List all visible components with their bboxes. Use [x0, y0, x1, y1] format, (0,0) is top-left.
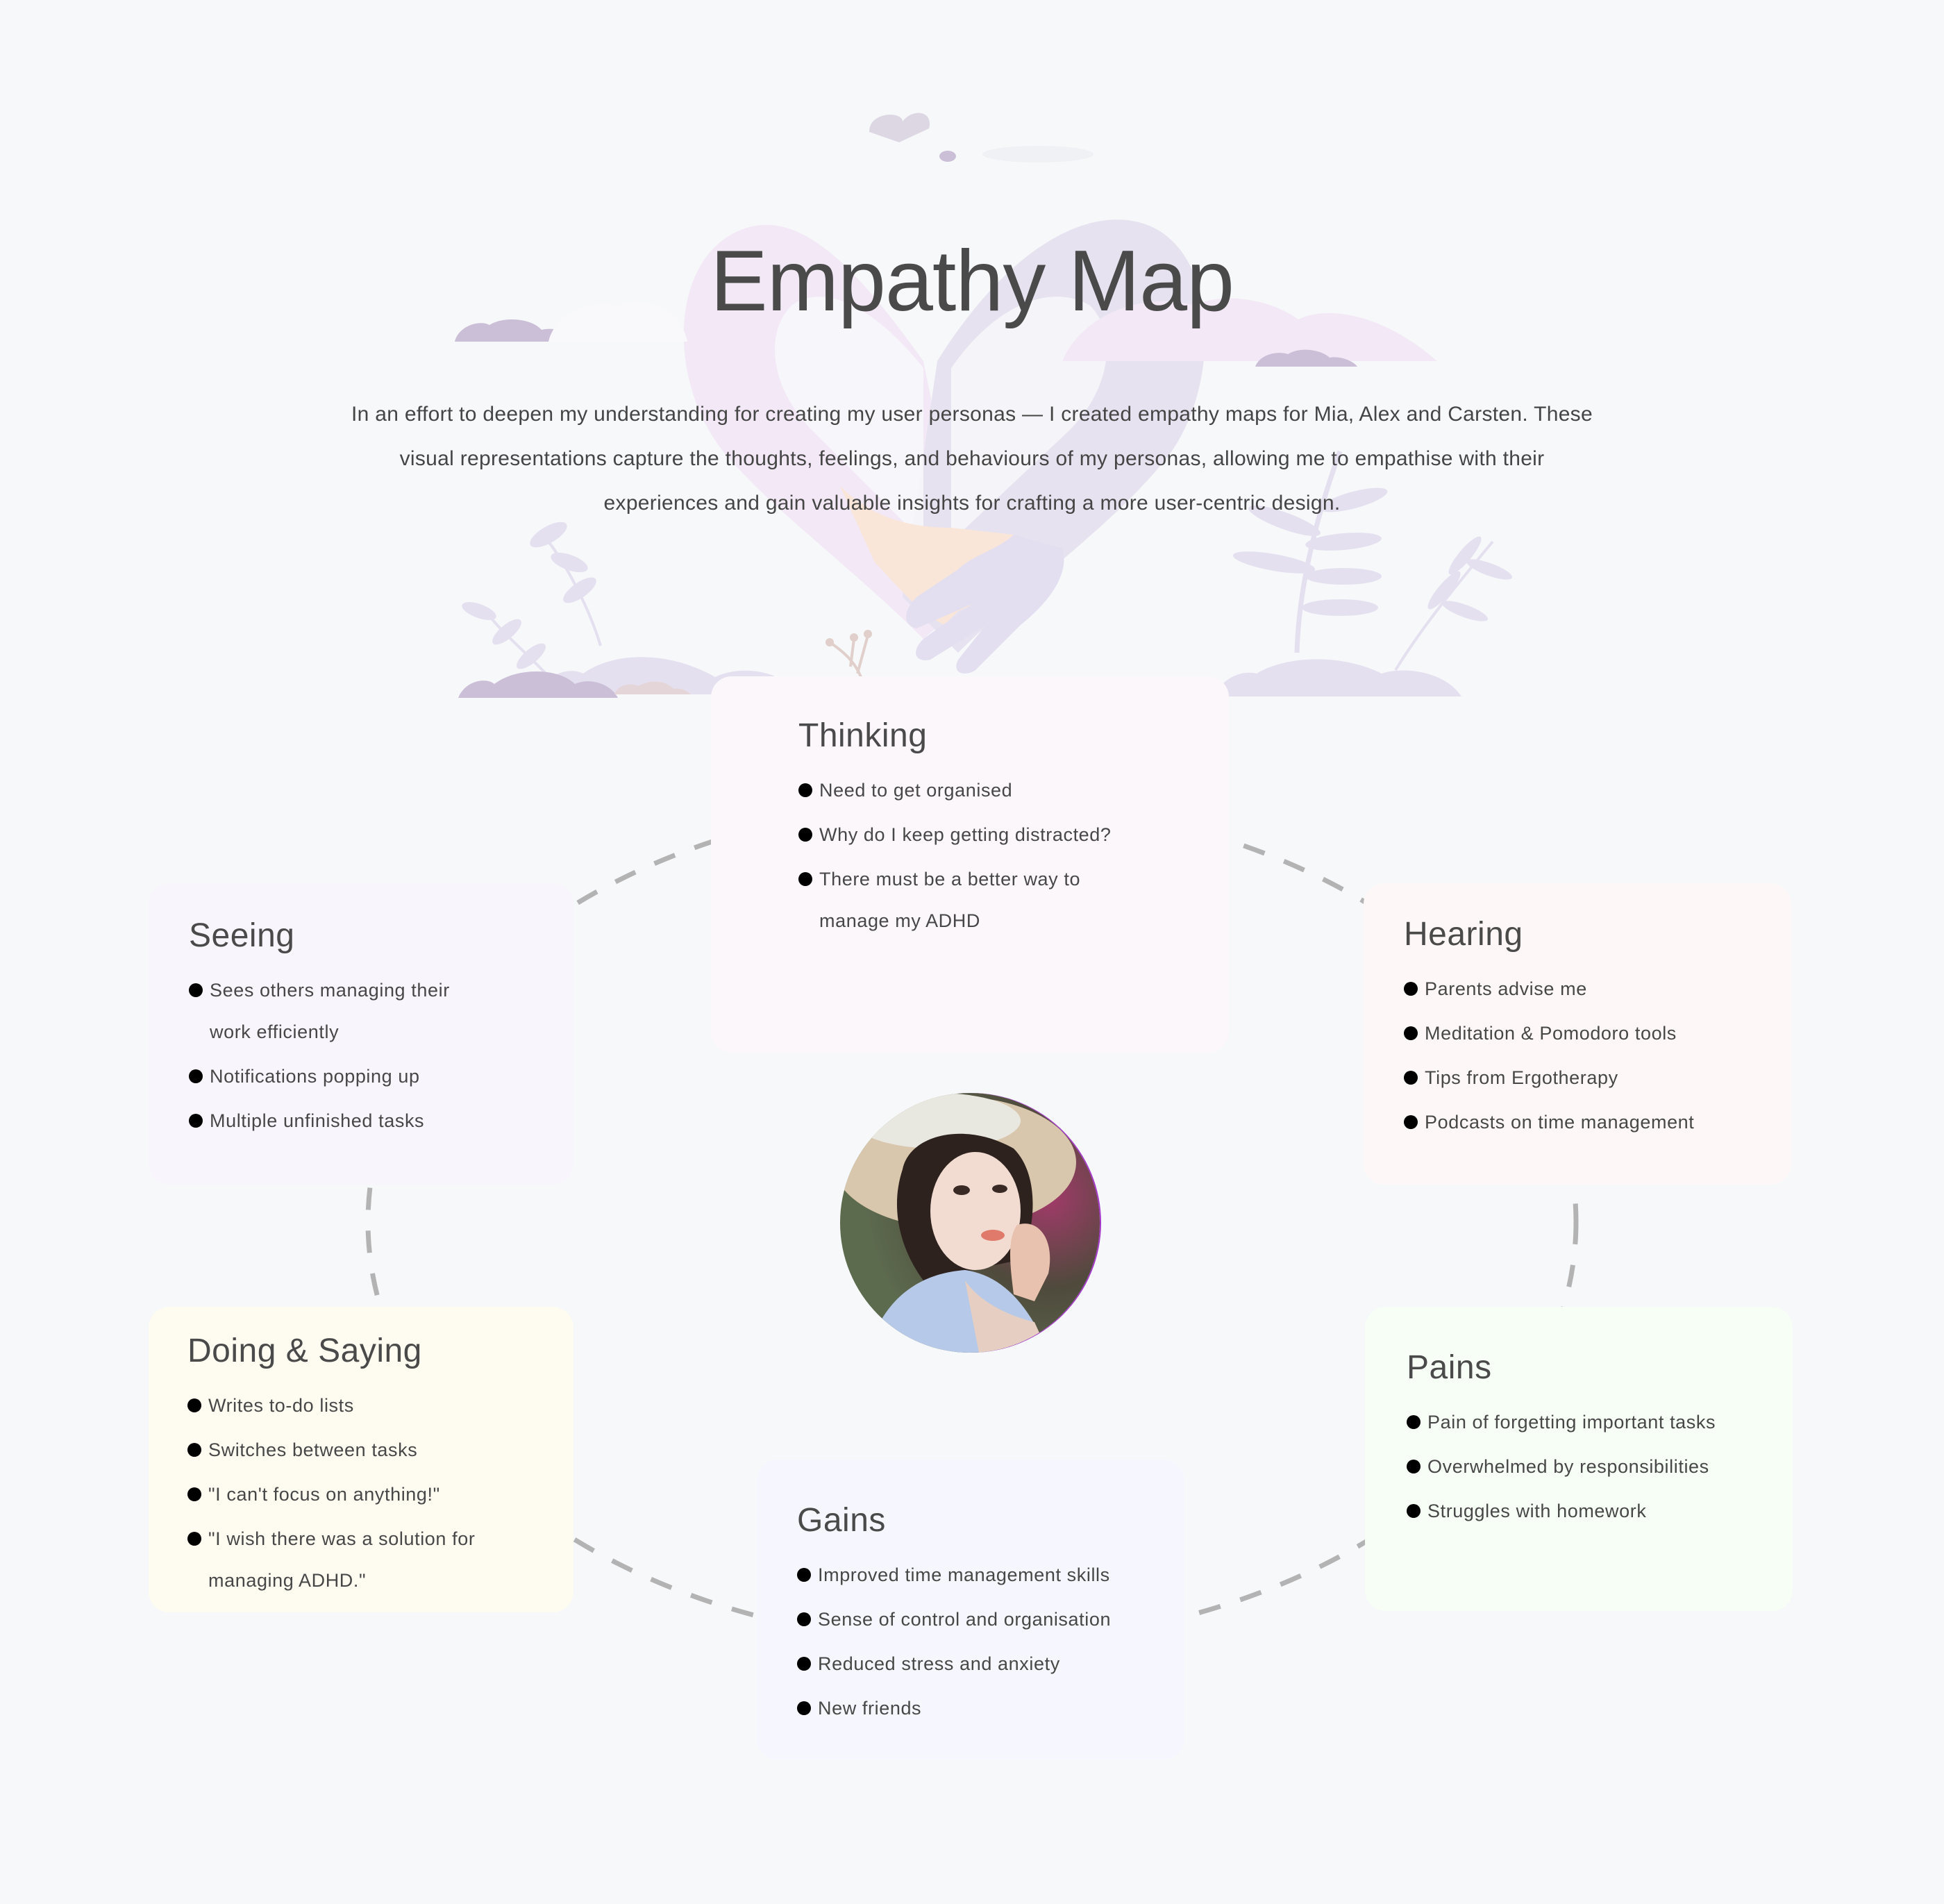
list-item: Improved time management skills — [797, 1554, 1172, 1596]
list-item: Parents advise me — [1404, 968, 1779, 1010]
list-item: Notifications popping up — [189, 1055, 494, 1097]
list-item: Struggles with homework — [1407, 1490, 1782, 1532]
bullet-icon — [187, 1532, 201, 1546]
bullet-icon — [797, 1701, 811, 1715]
bullet-icon — [1404, 1071, 1418, 1085]
card-doing-saying: Doing & Saying Writes to-do lists Switch… — [149, 1307, 573, 1612]
card-title: Gains — [797, 1502, 886, 1539]
bullet-icon — [187, 1443, 201, 1457]
thinking-list: Need to get organised Why do I keep gett… — [798, 769, 1146, 942]
bullet-icon — [187, 1398, 201, 1412]
list-item: There must be a better way to manage my … — [798, 858, 1146, 942]
list-item: New friends — [797, 1687, 1172, 1729]
list-item: Pain of forgetting important tasks — [1407, 1401, 1782, 1443]
list-item: Sense of control and organisation — [797, 1598, 1172, 1640]
persona-photo-icon — [840, 1093, 1100, 1353]
bullet-icon — [189, 1069, 203, 1083]
bullet-icon — [798, 828, 812, 842]
bullet-icon — [189, 983, 203, 997]
list-item: Tips from Ergotherapy — [1404, 1057, 1779, 1099]
list-item: Why do I keep getting distracted? — [798, 814, 1146, 855]
pains-list: Pain of forgetting important tasks Overw… — [1407, 1401, 1782, 1532]
bullet-icon — [797, 1657, 811, 1671]
bullet-icon — [797, 1568, 811, 1582]
card-seeing: Seeing Sees others managing their work e… — [149, 883, 573, 1185]
bullet-icon — [1407, 1460, 1421, 1473]
bullet-icon — [1407, 1415, 1421, 1429]
card-title: Seeing — [189, 917, 295, 954]
list-item: Multiple unfinished tasks — [189, 1100, 494, 1142]
card-title: Thinking — [798, 717, 928, 754]
list-item: Meditation & Pomodoro tools — [1404, 1012, 1779, 1054]
bullet-icon — [798, 872, 812, 886]
bullet-icon — [798, 783, 812, 797]
seeing-list: Sees others managing their work efficien… — [189, 969, 494, 1142]
card-thinking: Thinking Need to get organised Why do I … — [711, 676, 1229, 1053]
list-item: Podcasts on time management — [1404, 1101, 1779, 1143]
list-item: Reduced stress and anxiety — [797, 1643, 1172, 1685]
connector-ring — [365, 798, 1579, 1646]
bullet-icon — [1407, 1504, 1421, 1518]
list-item: Switches between tasks — [187, 1429, 500, 1471]
intro-paragraph: In an effort to deepen my understanding … — [351, 403, 1593, 515]
persona-avatar — [840, 1093, 1100, 1353]
card-gains: Gains Improved time management skills Se… — [757, 1460, 1184, 1760]
card-title: Hearing — [1404, 916, 1523, 953]
page-title: Empathy Map — [710, 233, 1234, 329]
list-item: "I wish there was a solution for managin… — [187, 1518, 500, 1601]
card-hearing: Hearing Parents advise me Meditation & P… — [1364, 883, 1791, 1185]
list-item: Sees others managing their work efficien… — [189, 969, 494, 1053]
card-pains: Pains Pain of forgetting important tasks… — [1365, 1307, 1793, 1611]
list-item: Need to get organised — [798, 769, 1146, 811]
list-item: Overwhelmed by responsibilities — [1407, 1446, 1782, 1487]
bullet-icon — [1404, 1026, 1418, 1040]
bullet-icon — [797, 1612, 811, 1626]
hearing-list: Parents advise me Meditation & Pomodoro … — [1404, 968, 1779, 1143]
list-item: "I can't focus on anything!" — [187, 1473, 500, 1515]
gains-list: Improved time management skills Sense of… — [797, 1554, 1172, 1729]
doing-list: Writes to-do lists Switches between task… — [187, 1385, 500, 1601]
bullet-icon — [189, 1114, 203, 1128]
card-title: Pains — [1407, 1349, 1492, 1386]
bullet-icon — [1404, 1115, 1418, 1129]
list-item: Writes to-do lists — [187, 1385, 500, 1426]
card-title: Doing & Saying — [187, 1333, 422, 1369]
bullet-icon — [1404, 982, 1418, 996]
bullet-icon — [187, 1487, 201, 1501]
